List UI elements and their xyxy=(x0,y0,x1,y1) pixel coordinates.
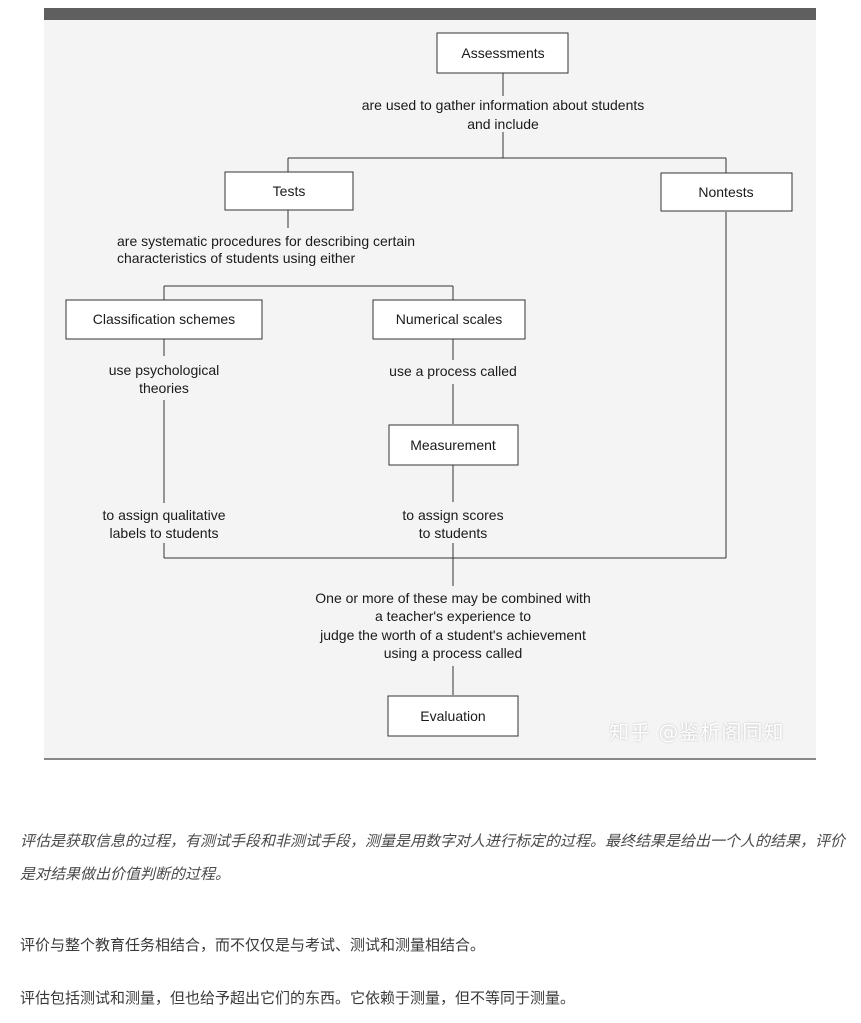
node-nontests-label: Nontests xyxy=(698,184,753,200)
node-evaluation: Evaluation xyxy=(387,695,519,737)
edge-label-scores-2: to students xyxy=(419,525,488,541)
edge-labels: are used to gather information about stu… xyxy=(103,97,645,661)
node-nontests: Nontests xyxy=(660,172,793,212)
edge-label-assessments-1: are used to gather information about stu… xyxy=(362,97,645,113)
node-measurement-label: Measurement xyxy=(410,437,496,453)
figure-top-bar xyxy=(44,8,816,20)
node-measurement: Measurement xyxy=(388,424,519,466)
edge-label-combined-1: One or more of these may be combined wit… xyxy=(315,590,590,606)
paragraph-1: 评价与整个教育任务相结合，而不仅仅是与考试、测试和测量相结合。 xyxy=(20,936,486,954)
edge-label-tests-1: are systematic procedures for describing… xyxy=(117,233,415,249)
figure-caption: 评估是获取信息的过程，有测试手段和非测试手段，测量是用数字对人进行标定的过程。最… xyxy=(20,832,846,883)
edge-label-combined-3: judge the worth of a student's achieveme… xyxy=(319,627,586,643)
edge-label-assessments-2: and include xyxy=(467,116,539,132)
node-numerical-scales-label: Numerical scales xyxy=(396,311,503,327)
connector-lines xyxy=(163,72,727,695)
node-evaluation-label: Evaluation xyxy=(420,708,485,724)
node-assessments-label: Assessments xyxy=(461,45,544,61)
edge-label-classification-2: theories xyxy=(139,380,189,396)
edge-label-numerical: use a process called xyxy=(389,363,517,379)
edge-label-qualitative-2: labels to students xyxy=(110,525,219,541)
figure-bottom-border xyxy=(44,758,816,760)
node-tests-label: Tests xyxy=(273,183,306,199)
watermark: 知乎 @鉴析阁同知 xyxy=(609,720,785,744)
edge-label-combined-2: a teacher's experience to xyxy=(375,608,531,624)
edge-label-tests-2: characteristics of students using either xyxy=(117,250,355,266)
assessment-flowchart: Assessments Tests Nontests Classificatio… xyxy=(65,32,793,737)
node-tests: Tests xyxy=(224,171,354,211)
node-classification-schemes-label: Classification schemes xyxy=(93,311,235,327)
node-numerical-scales: Numerical scales xyxy=(372,299,526,340)
edge-label-classification-1: use psychological xyxy=(109,362,220,378)
node-assessments: Assessments xyxy=(436,32,569,74)
node-classification-schemes: Classification schemes xyxy=(65,299,263,340)
edge-label-qualitative-1: to assign qualitative xyxy=(103,507,226,523)
edge-label-combined-4: using a process called xyxy=(384,645,523,661)
paragraph-2: 评估包括测试和测量，但也给予超出它们的东西。它依赖于测量，但不等同于测量。 xyxy=(20,989,576,1007)
edge-label-scores-1: to assign scores xyxy=(402,507,503,523)
diagram-figure: Assessments Tests Nontests Classificatio… xyxy=(44,8,816,760)
